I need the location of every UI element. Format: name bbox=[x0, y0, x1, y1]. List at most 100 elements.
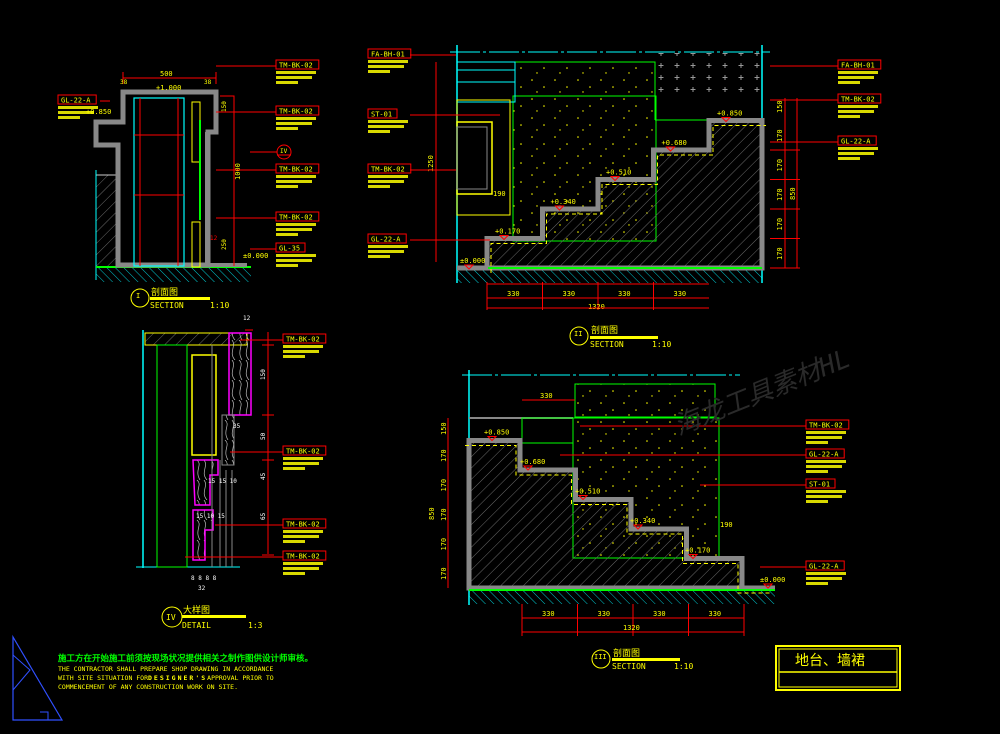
elevation-marker bbox=[632, 524, 644, 530]
level-s1-left: +0.850 bbox=[86, 108, 111, 116]
view-scale: 1:10 bbox=[674, 662, 693, 671]
dim-total-rise: 850 bbox=[789, 187, 797, 200]
dim-tread: 330 bbox=[653, 610, 666, 618]
material-description-text bbox=[368, 245, 408, 248]
elevation-marker bbox=[463, 264, 475, 270]
material-callout: GL-22-A bbox=[560, 448, 846, 473]
material-description-text bbox=[283, 350, 319, 353]
dim-riser: 170 bbox=[776, 218, 784, 231]
dim-top: 150 bbox=[776, 100, 784, 113]
material-description-text bbox=[58, 106, 98, 109]
material-description-text bbox=[276, 71, 316, 74]
detail-reference-label: IV bbox=[280, 148, 288, 155]
view-title-cn: 剖面图 bbox=[613, 647, 640, 659]
material-description-text bbox=[276, 259, 312, 262]
dim-tread-top: 330 bbox=[540, 392, 553, 400]
material-description-text bbox=[283, 535, 319, 538]
dim-top: 150 bbox=[440, 422, 448, 435]
elevation-marker bbox=[554, 205, 565, 211]
material-description-text bbox=[368, 175, 408, 178]
elevation-label: +0.850 bbox=[484, 429, 509, 437]
material-code: TM-BK-02 bbox=[286, 448, 320, 456]
dim-tread: 330 bbox=[674, 290, 687, 298]
view-title-section-3: III 剖面图 SECTION 1:10 bbox=[591, 647, 693, 671]
stair-profile-section-2 bbox=[457, 118, 765, 271]
callout-code-box bbox=[805, 560, 845, 571]
view-scale: 1:10 bbox=[210, 301, 229, 310]
material-callout: GL-22-A bbox=[770, 135, 878, 160]
material-description-text bbox=[838, 152, 874, 155]
material-description-text bbox=[368, 60, 408, 63]
material-description-text bbox=[838, 76, 874, 79]
material-code: GL-35 bbox=[279, 245, 300, 253]
material-description-text bbox=[806, 577, 842, 580]
dim-tread: 330 bbox=[542, 610, 555, 618]
material-description-text bbox=[368, 180, 404, 183]
dim-d4-35: 35 bbox=[233, 423, 241, 430]
material-code: GL-22-A bbox=[809, 451, 839, 459]
callout-code-box bbox=[282, 550, 327, 561]
material-code: TM-BK-02 bbox=[279, 214, 313, 222]
dim-d4-151510: 15 15 10 bbox=[208, 478, 237, 485]
view-title-cn: 大样图 bbox=[183, 604, 210, 616]
callout-code-box bbox=[367, 163, 412, 174]
material-description-text bbox=[806, 436, 842, 439]
material-description-text bbox=[806, 495, 842, 498]
material-description-text bbox=[806, 465, 842, 468]
material-description-text bbox=[283, 345, 323, 348]
material-description-text bbox=[368, 250, 404, 253]
material-description-text bbox=[368, 125, 404, 128]
view-title-section-1: I 剖面图 SECTION 1:10 bbox=[130, 286, 229, 310]
material-code: ST-01 bbox=[371, 111, 392, 119]
note-en-line-1: THE CONTRACTOR SHALL PREPARE SHOP DRAWIN… bbox=[58, 665, 273, 673]
dim-riser: 170 bbox=[776, 247, 784, 260]
material-description-text bbox=[838, 81, 860, 84]
dim-offset: 190 bbox=[720, 521, 733, 529]
dim-riser: 170 bbox=[776, 188, 784, 201]
material-description-text bbox=[276, 223, 316, 226]
detail-4-drawing bbox=[136, 329, 274, 568]
dim-riser: 170 bbox=[440, 567, 448, 580]
material-description-text bbox=[276, 180, 312, 183]
material-callout: ST-01 bbox=[367, 108, 500, 133]
view-title-section-2: II 剖面图 SECTION 1:10 bbox=[569, 324, 671, 349]
material-description-text bbox=[58, 116, 80, 119]
material-callout: TM-BK-02 bbox=[216, 163, 320, 188]
note-cn: 施工方在开始施工前须按现场状况提供相关之制作图供设计师审核。 bbox=[58, 653, 313, 664]
elevation-marker bbox=[665, 146, 676, 152]
material-description-text bbox=[283, 530, 323, 533]
material-description-text bbox=[368, 130, 390, 133]
callout-code-box bbox=[805, 419, 850, 430]
material-description-text bbox=[806, 431, 846, 434]
elevation-label: +0.680 bbox=[662, 139, 687, 147]
material-code: TM-BK-02 bbox=[279, 166, 313, 174]
material-description-text bbox=[283, 355, 305, 358]
view-symbol: III bbox=[594, 653, 607, 661]
dim-s1-side-right: 38 bbox=[204, 79, 212, 86]
material-description-text bbox=[368, 70, 390, 73]
material-description-text bbox=[806, 582, 828, 585]
material-description-text bbox=[283, 467, 305, 470]
material-code: TM-BK-02 bbox=[809, 422, 843, 430]
dim-tread: 330 bbox=[507, 290, 520, 298]
material-description-text bbox=[806, 470, 828, 473]
material-description-text bbox=[276, 117, 316, 120]
dim-riser: 170 bbox=[776, 159, 784, 172]
elevation-marker bbox=[687, 554, 699, 560]
material-callout: TM-BK-02 bbox=[240, 333, 327, 358]
view-symbol: IV bbox=[166, 613, 176, 622]
material-code: GL-22-A bbox=[61, 97, 91, 105]
dim-riser: 170 bbox=[776, 129, 784, 142]
elevation-marker bbox=[522, 465, 534, 471]
elevation-label: +0.680 bbox=[520, 458, 545, 466]
section-1-drawing bbox=[93, 72, 251, 282]
dim-total-run: 1320 bbox=[588, 303, 605, 311]
dim-d4-151015: 15 10 15 bbox=[196, 513, 225, 520]
material-code: TM-BK-02 bbox=[841, 96, 875, 104]
material-callout: TM-BK-02 bbox=[216, 105, 320, 130]
view-scale: 1:3 bbox=[248, 621, 263, 630]
